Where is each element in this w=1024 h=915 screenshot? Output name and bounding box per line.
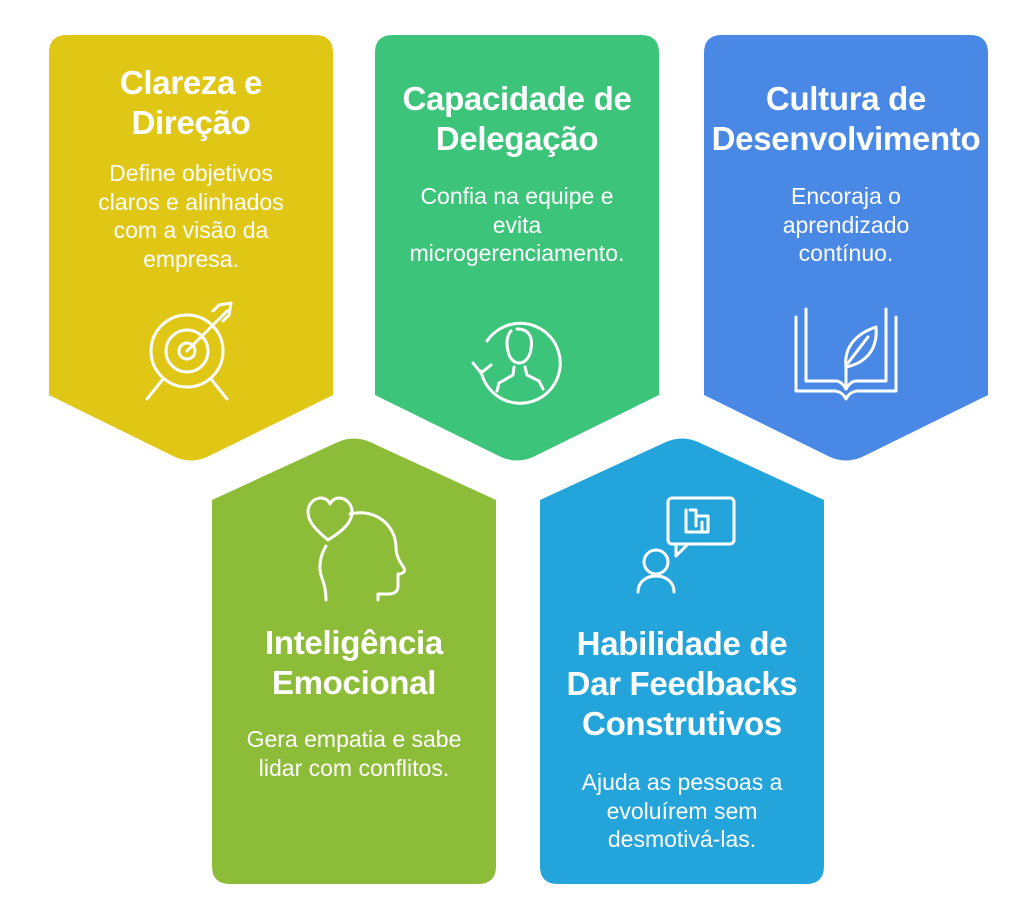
card-description: Encoraja o aprendizado contínuo. [782, 183, 910, 266]
card-title: Habilidade de Dar Feedbacks Construtivos [566, 625, 798, 742]
card-clareza-direcao: Clareza e Direção Define objetivos claro… [49, 35, 333, 461]
card-title: Inteligência Emocional [265, 624, 443, 701]
card-description: Confia na equipe e evita microgerenciame… [409, 183, 625, 266]
card-habilidade-feedbacks: Habilidade de Dar Feedbacks Construtivos… [540, 438, 824, 884]
card-title: Cultura de Desenvolvimento [711, 80, 981, 157]
head-heart-icon [306, 496, 406, 602]
card-shape [375, 35, 659, 461]
card-shape [704, 35, 988, 461]
card-shape [49, 35, 333, 461]
card-title: Clareza e Direção [119, 64, 263, 141]
book-leaf-icon [794, 307, 898, 401]
card-shape [540, 438, 824, 884]
card-description: Define objetivos claros e alinhados com … [98, 160, 284, 272]
card-capacidade-delegacao: Capacidade de Delegação Confia na equipe… [375, 35, 659, 461]
card-description: Ajuda as pessoas a evoluírem sem desmoti… [581, 769, 783, 852]
card-inteligencia-emocional: Inteligência Emocional Gera empatia e sa… [212, 438, 496, 884]
card-description: Gera empatia e sabe lidar com conflitos. [246, 726, 462, 781]
card-shape [212, 438, 496, 884]
person-feedback-icon [636, 496, 736, 594]
card-title: Capacidade de Delegação [402, 80, 632, 157]
delegate-person-icon [471, 321, 562, 405]
card-cultura-desenvolvimento: Cultura de Desenvolvimento Encoraja o ap… [704, 35, 988, 461]
target-icon [145, 301, 233, 401]
